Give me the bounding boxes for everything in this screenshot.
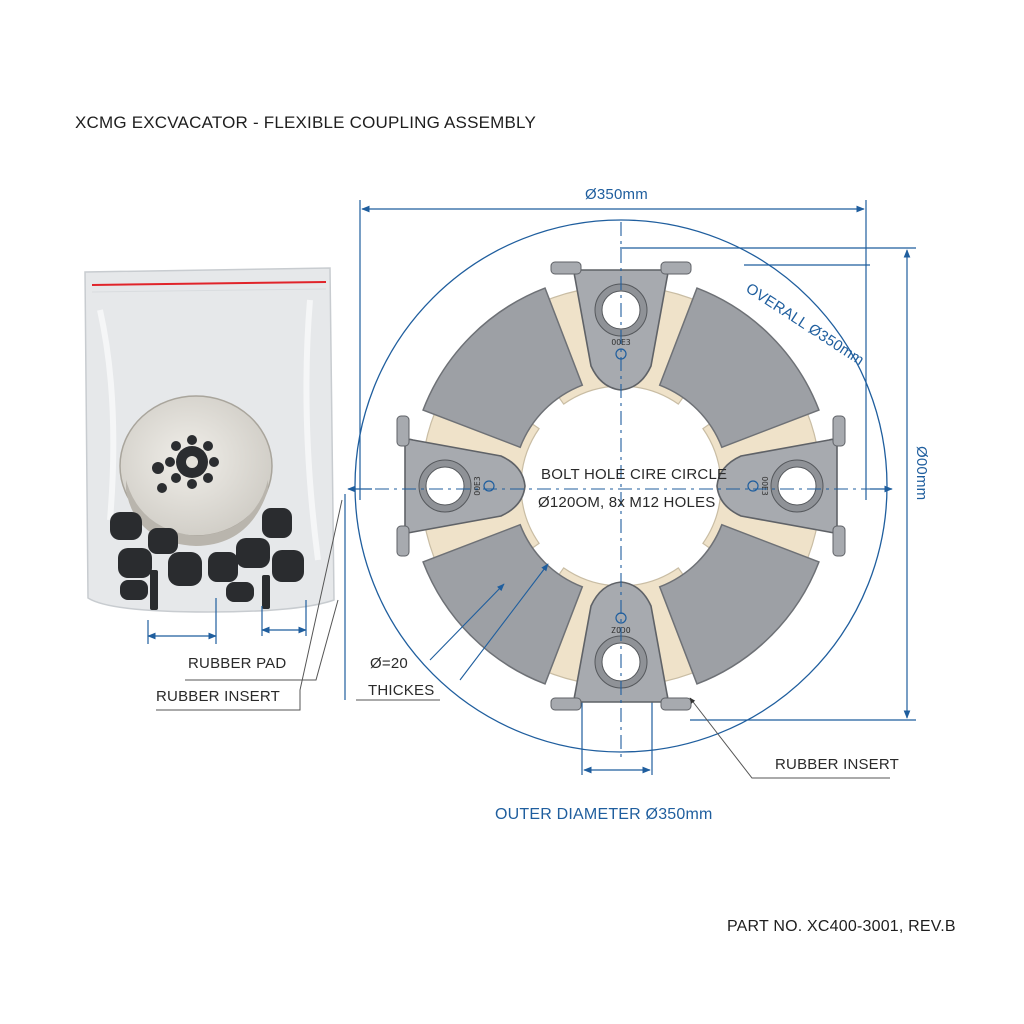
- height-dimension: Ø00mm: [913, 446, 930, 501]
- rubber-pad-block: [658, 523, 820, 685]
- top-width-dimension: Ø350mm: [585, 186, 648, 203]
- rubber-pad-callout: RUBBER PAD: [188, 655, 287, 672]
- hub-stamp: OOE3: [760, 476, 769, 495]
- rubber-pad-block: [422, 287, 584, 449]
- hub-lug: OOE3: [396, 415, 526, 557]
- parts-bag-icon: [84, 267, 335, 613]
- drawing-title: XCMG EXCVACATOR - FLEXIBLE COUPLING ASSE…: [75, 113, 536, 132]
- bolt-circle-spec: Ø120OM, 8x M12 HOLES: [538, 494, 716, 511]
- part-number: PART NO. XC400-3001, REV.B: [727, 918, 956, 935]
- bolt-hole: [777, 466, 817, 506]
- rubber-insert-callout-left: RUBBER INSERT: [156, 688, 281, 705]
- thickness-value: Ø=20: [370, 655, 408, 672]
- hub-lug: OOE3: [716, 415, 846, 557]
- rubber-insert-callout-right: RUBBER INSERT: [775, 756, 900, 773]
- hub-stamp: OOE3: [473, 476, 482, 495]
- bolt-circle-title: BOLT HOLE CIRE CIRCLE: [541, 466, 728, 483]
- bolt-hole: [425, 466, 465, 506]
- rubber-pad-block: [658, 287, 820, 449]
- outer-diameter-label: OUTER DIAMETER Ø350mm: [495, 806, 713, 823]
- thickness-label: THICKES: [368, 682, 435, 699]
